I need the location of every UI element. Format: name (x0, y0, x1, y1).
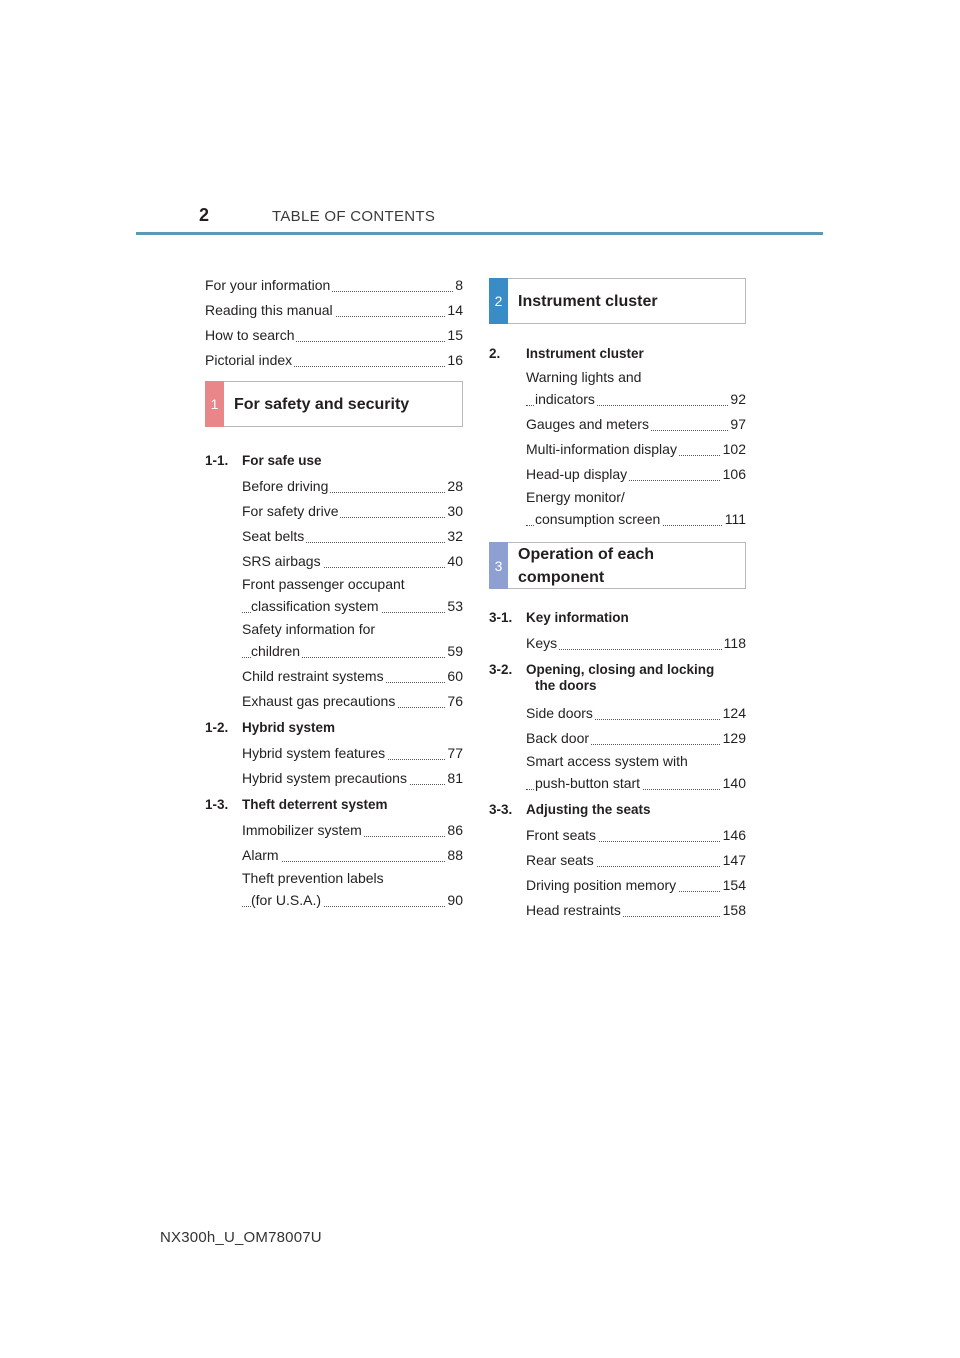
page-header: 2 TABLE OF CONTENTS (136, 205, 823, 235)
toc-entry[interactable]: Front passenger occupant classification … (242, 574, 463, 619)
subsection-heading[interactable]: 2.Instrument cluster (489, 346, 644, 361)
section-tab: 2 (489, 278, 508, 324)
subsection-heading[interactable]: 3-2.Opening, closing and locking the doo… (489, 662, 715, 693)
toc-entry[interactable]: Smart access system with push-button sta… (526, 751, 746, 796)
subsection-heading[interactable]: 3-1.Key information (489, 610, 629, 625)
subsection-heading[interactable]: 3-3.Adjusting the seats (489, 802, 651, 817)
subsection-heading[interactable]: 1-2.Hybrid system (205, 720, 336, 735)
document-code: NX300h_U_OM78007U (160, 1229, 322, 1246)
right-column: 2 Instrument cluster 2.Instrument cluste… (489, 278, 746, 923)
subsection-heading[interactable]: 1-3.Theft deterrent system (205, 797, 388, 812)
section-title: For safety and security (234, 395, 410, 413)
section-3-box[interactable]: 3 Operation of each component (489, 542, 746, 589)
section-tab: 3 (489, 542, 508, 589)
page-number: 2 (199, 205, 210, 225)
subsection-heading[interactable]: 1-1.For safe use (205, 453, 322, 468)
header-title: TABLE OF CONTENTS (272, 208, 436, 225)
section-2-box[interactable]: 2 Instrument cluster (489, 278, 746, 324)
section-1-box[interactable]: 1 For safety and security (205, 381, 463, 427)
toc-entry[interactable]: Theft prevention labels (for U.S.A.)90 (242, 868, 463, 913)
section-tab: 1 (205, 381, 224, 427)
section-2-contents: 2.Instrument cluster Warning lights and … (489, 340, 746, 532)
section-title: Operation of each component (518, 545, 655, 586)
section-title: Instrument cluster (518, 292, 658, 310)
